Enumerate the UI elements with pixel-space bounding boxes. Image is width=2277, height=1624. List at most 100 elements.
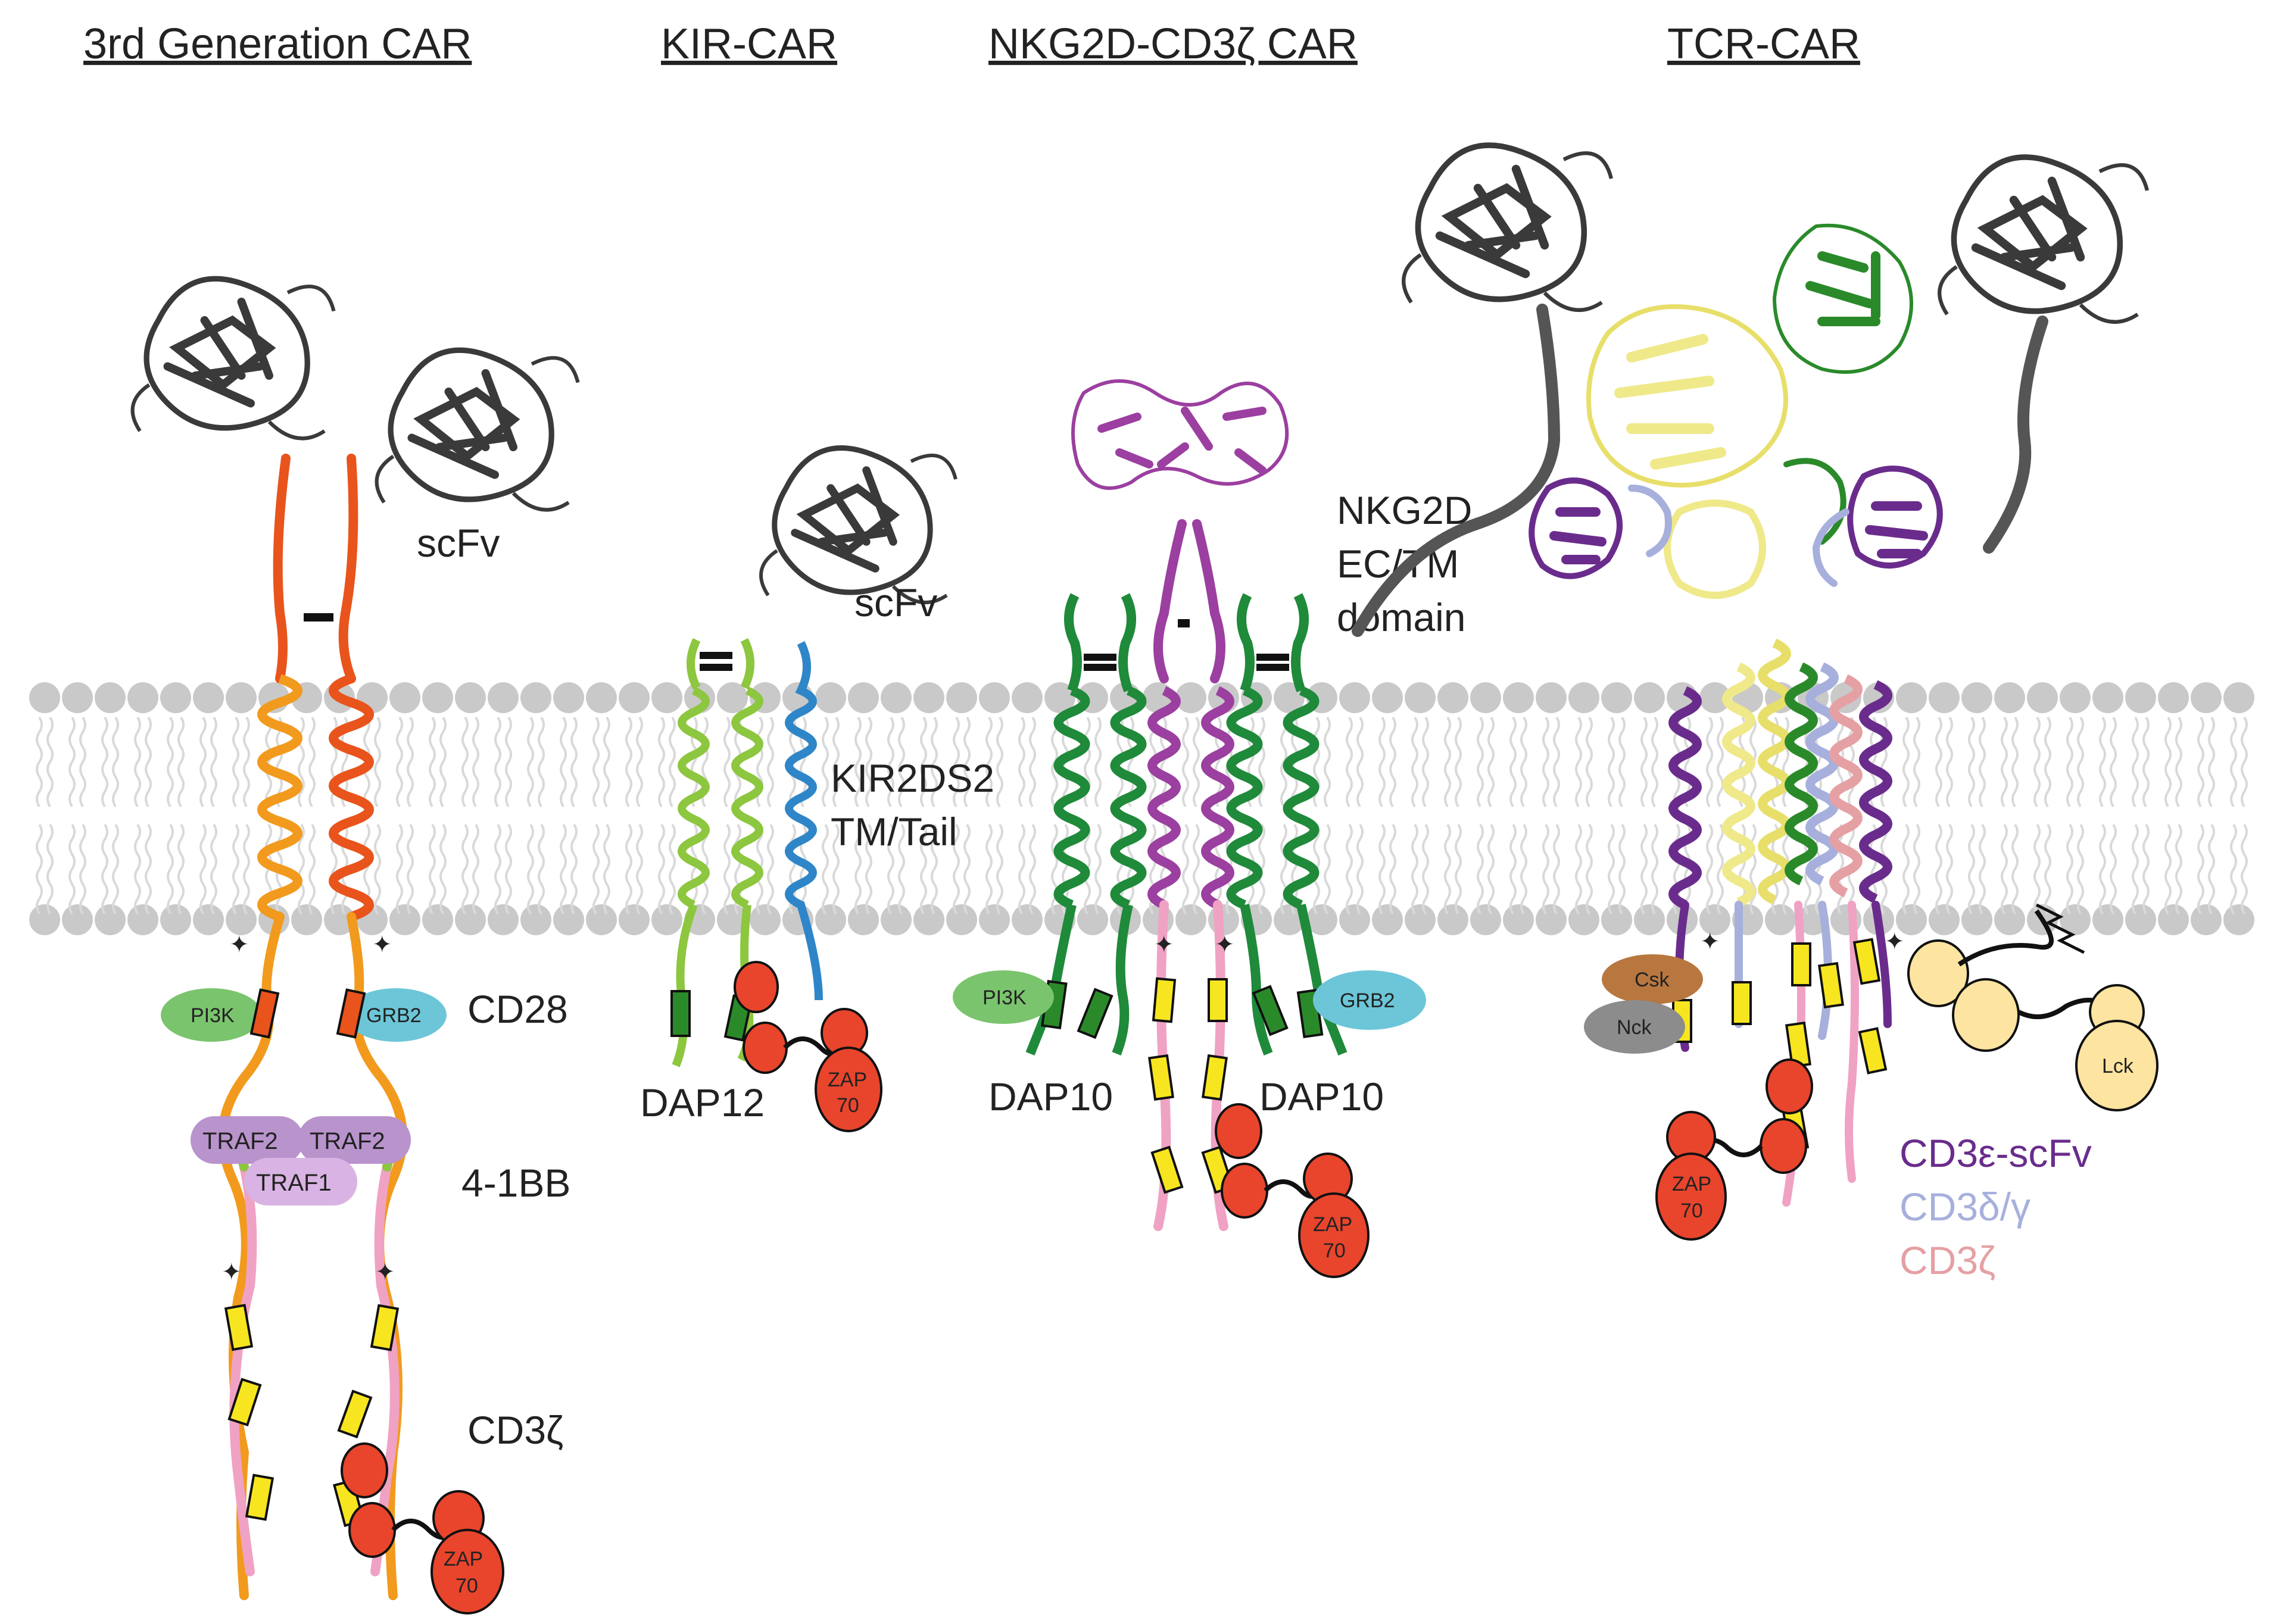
lipid-head — [913, 682, 944, 713]
lipid-tail — [145, 716, 152, 808]
lipid-tail — [1324, 716, 1331, 808]
lipid-tail — [461, 716, 469, 808]
lipid-tail — [2208, 823, 2215, 915]
lipid-tail — [865, 823, 872, 915]
lipid-tail — [2197, 716, 2204, 808]
lipid-tail — [396, 823, 403, 915]
tcr-nck — [1584, 1000, 1685, 1054]
lipid-tail — [953, 823, 960, 915]
lipid-tail — [1608, 716, 1615, 808]
gen3-grb2 — [345, 988, 447, 1042]
lipid-head — [1339, 682, 1370, 713]
lipid-tail — [2175, 716, 2182, 808]
lipid-tail — [570, 716, 578, 808]
title-kir-car: KIR-CAR — [661, 20, 837, 68]
gen3-traf2-left — [191, 1116, 304, 1164]
lipid-tail — [822, 823, 829, 915]
lipid-head — [488, 682, 519, 713]
lipid-tail — [592, 823, 600, 915]
lipid-tail — [1487, 716, 1495, 808]
lipid-head — [127, 904, 158, 935]
lipid-tail — [1618, 823, 1626, 915]
gen3-pi3k — [161, 988, 262, 1042]
lipid-head — [815, 904, 846, 935]
lipid-tail — [1094, 823, 1102, 915]
lipid-tail — [1706, 823, 1713, 915]
lipid-tail — [985, 823, 993, 915]
lipid-tail — [1586, 823, 1593, 915]
lipid-head — [455, 904, 486, 935]
lipid-head — [2092, 682, 2123, 713]
nkg2d-domain-label-1: NKG2D — [1337, 488, 1472, 532]
lipid-tail — [625, 716, 632, 808]
lipid-head — [717, 682, 748, 713]
tcr-nck-label: Nck — [1617, 1016, 1652, 1039]
lipid-tail — [232, 716, 239, 808]
gen3-zap-label-2: 70 — [456, 1575, 478, 1597]
lipid-tail — [2132, 823, 2139, 915]
title-nkg2d-car: NKG2D-CD3ζ CAR — [988, 20, 1358, 68]
lipid-head — [913, 904, 944, 935]
lipid-tail — [472, 823, 479, 915]
lipid-tail — [2077, 716, 2084, 808]
nkg2d-car-construct: ✦ ✦ PI3K GRB2 ZAP 70 NKG2D — [953, 379, 1472, 1278]
lipid-tail — [1411, 823, 1418, 915]
lipid-tail — [2142, 823, 2150, 915]
lipid-tail — [199, 716, 207, 808]
lipid-head — [127, 682, 158, 713]
lipid-tail — [1553, 823, 1560, 915]
title-3rd-generation-car: 3rd Generation CAR — [83, 20, 472, 68]
lipid-tail — [1182, 716, 1189, 808]
lipid-tail — [374, 823, 381, 915]
lipid-tail — [298, 716, 305, 808]
nkg2d-itams — [1148, 977, 1234, 1194]
lipid-head — [1503, 682, 1534, 713]
gen3-cd28-label: CD28 — [467, 987, 568, 1031]
gen3-scfv-right-structure — [377, 350, 578, 510]
lipid-head — [2158, 682, 2189, 713]
lipid-tail — [79, 716, 86, 808]
lipid-tail — [2132, 716, 2139, 808]
lipid-head — [1634, 682, 1665, 713]
lipid-head — [1437, 682, 1468, 713]
lipid-tail — [232, 823, 239, 915]
lipid-tail — [1477, 823, 1484, 915]
lipid-tail — [1258, 716, 1265, 808]
lipid-head — [586, 904, 617, 935]
lipid-tail — [68, 823, 76, 915]
kir-dap12-label: DAP12 — [640, 1080, 765, 1125]
lipid-head — [488, 904, 519, 935]
lipid-tail — [1411, 716, 1418, 808]
gen3-cd3z-label: CD3ζ — [467, 1408, 563, 1452]
lipid-head — [1601, 682, 1632, 713]
lipid-tail — [898, 716, 905, 808]
lipid-head — [1503, 904, 1534, 935]
lipid-tail — [494, 823, 501, 915]
lipid-tail — [494, 716, 501, 808]
nkg2d-phospho-left: ✦ — [1154, 932, 1174, 958]
lipid-head — [62, 904, 93, 935]
gen3-phospho-left: ✦ — [229, 932, 249, 958]
lipid-tail — [429, 716, 436, 808]
gen3-traf1 — [244, 1158, 357, 1205]
lipid-tail — [1913, 823, 1920, 915]
tcr-scfv-right-structure — [1939, 157, 2147, 322]
lipid-tail — [1018, 716, 1025, 808]
lipid-tail — [1356, 823, 1364, 915]
lipid-head — [651, 682, 682, 713]
lipid-head — [1699, 904, 1730, 935]
lipid-tail — [560, 823, 567, 915]
lipid-head — [1306, 904, 1337, 935]
lipid-tail — [2033, 823, 2041, 915]
lipid-tail — [669, 716, 676, 808]
lipid-tail — [1444, 823, 1451, 915]
lipid-tail — [1378, 823, 1386, 915]
lipid-tail — [1935, 823, 1942, 915]
lipid-tail — [1586, 716, 1593, 808]
lipid-tail — [2066, 716, 2073, 808]
gen3-scfv-label: scFv — [417, 521, 500, 565]
lipid-head — [848, 904, 879, 935]
lipid-tail — [439, 823, 447, 915]
lipid-tail — [931, 716, 938, 808]
